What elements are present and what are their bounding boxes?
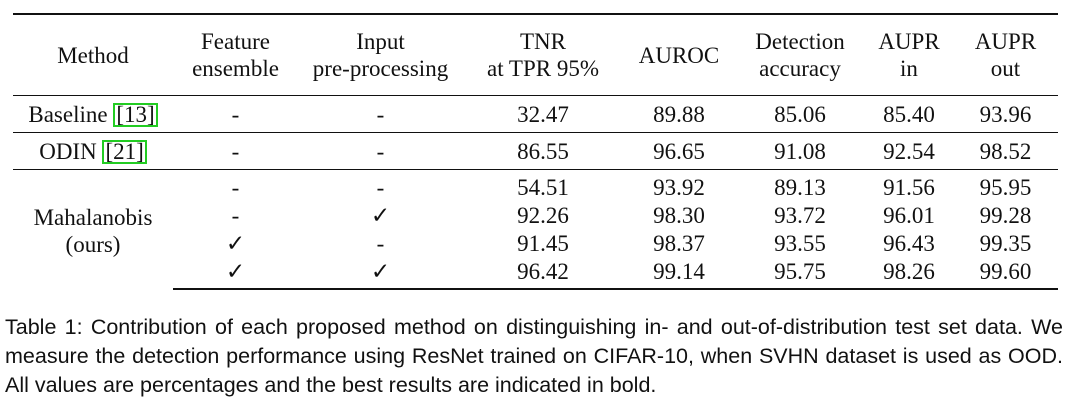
input-preprocessing-cell: - [298, 132, 463, 170]
input-preprocessing-cell: - [298, 95, 463, 133]
header-line1: Method [57, 42, 129, 68]
odin-group: ODIN [21] - - 86.55 96.65 91.08 92.54 98… [13, 132, 1058, 170]
aupr-out-cell: 99.35 [979, 230, 1032, 256]
header-line1: Detection [755, 29, 845, 54]
header-line1: AUROC [638, 42, 720, 68]
tnr-cell: 92.26 [517, 202, 569, 228]
mahalanobis-group: Mahalanobis(ours) - - 54.51 93.92 89.13 … [13, 170, 1058, 290]
aupr-in-cell: 85.40 [865, 95, 953, 133]
method-cell: ODIN [21] [13, 132, 173, 170]
feature-ensemble-cell: - [231, 202, 240, 228]
table-row-mahalanobis-2: - ✓ 92.26 98.30 93.72 96.01 99.28 [13, 201, 1058, 229]
table-caption: Table 1: Contribution of each proposed m… [5, 315, 1063, 397]
auroc-cell: 93.92 [653, 174, 705, 200]
input-preprocessing-cell: - [376, 174, 385, 200]
detection-accuracy-cell: 89.13 [774, 174, 826, 200]
auroc-cell: 98.30 [653, 202, 705, 228]
header-line1: AUPR [974, 29, 1037, 54]
header-method: Method [13, 13, 173, 96]
header-line2: accuracy [759, 56, 841, 81]
auroc-cell: 89.88 [623, 95, 735, 133]
citation-link[interactable]: [21] [102, 139, 147, 164]
input-preprocessing-cell: ✓ [298, 257, 463, 290]
header-line2: pre-processing [312, 56, 449, 81]
aupr-out-cell-best: 99.60 [953, 257, 1058, 290]
table-row-mahalanobis-3: ✓ - 91.45 98.37 93.55 96.43 99.35 [13, 229, 1058, 257]
detection-accuracy-cell: 91.08 [735, 132, 865, 170]
feature-ensemble-cell: ✓ [225, 230, 246, 256]
header-auroc: AUROC [623, 13, 735, 96]
method-cell: Mahalanobis(ours) [13, 170, 173, 290]
detection-accuracy-cell: 93.55 [774, 230, 826, 256]
method-cell: Baseline [13] [13, 95, 173, 133]
aupr-out-cell: 99.28 [979, 202, 1032, 228]
method-suffix: (ours) [65, 232, 121, 257]
auroc-cell: 98.37 [653, 230, 705, 256]
aupr-out-cell: 98.52 [953, 132, 1058, 170]
auroc-cell: 96.65 [623, 132, 735, 170]
method-name: ODIN [39, 138, 103, 164]
table-row-mahalanobis-4: ✓ ✓ 96.42 99.14 95.75 98.26 99.60 [13, 257, 1058, 290]
detection-accuracy-cell: 85.06 [735, 95, 865, 133]
table-row-baseline: Baseline [13] - - 32.47 89.88 85.06 85.4… [13, 95, 1058, 133]
detection-accuracy-cell: 93.72 [774, 202, 826, 228]
feature-ensemble-cell: - [231, 174, 240, 200]
aupr-out-cell: 93.96 [953, 95, 1058, 133]
input-preprocessing-cell: - [376, 230, 385, 256]
method-name: Baseline [28, 101, 114, 127]
method-name: Mahalanobis [33, 205, 153, 230]
header-line1: TNR [520, 29, 566, 54]
input-preprocessing-cell: ✓ [370, 202, 391, 228]
auroc-cell-best: 99.14 [623, 257, 735, 290]
table-row-mahalanobis-1: Mahalanobis(ours) - - 54.51 93.92 89.13 … [13, 170, 1058, 258]
header-line1: Feature [201, 29, 270, 54]
aupr-in-cell-best: 98.26 [865, 257, 953, 290]
aupr-in-cell: 96.43 [883, 230, 935, 256]
tnr-cell: 32.47 [463, 95, 623, 133]
header-line2: ensemble [192, 56, 279, 81]
header-line2: at TPR 95% [486, 56, 600, 81]
feature-ensemble-cell: - [173, 95, 298, 133]
feature-ensemble-cell: ✓ [173, 257, 298, 290]
aupr-in-cell: 96.01 [883, 202, 935, 228]
tnr-cell-best: 96.42 [463, 257, 623, 290]
header-line1: AUPR [878, 29, 940, 54]
tnr-cell: 91.45 [517, 230, 569, 256]
aupr-in-cell: 91.56 [883, 174, 935, 200]
table-row-odin: ODIN [21] - - 86.55 96.65 91.08 92.54 98… [13, 132, 1058, 170]
tnr-cell: 54.51 [517, 174, 569, 200]
tnr-cell: 86.55 [463, 132, 623, 170]
header-line2: in [900, 56, 918, 81]
aupr-out-cell: 95.95 [979, 174, 1032, 200]
header-line2: out [990, 56, 1021, 81]
detection-accuracy-cell-best: 95.75 [735, 257, 865, 290]
header-line1: Input [356, 29, 405, 54]
baseline-group: Baseline [13] - - 32.47 89.88 85.06 85.4… [13, 95, 1058, 133]
feature-ensemble-cell: - [173, 132, 298, 170]
aupr-in-cell: 92.54 [865, 132, 953, 170]
citation-link[interactable]: [13] [113, 102, 158, 127]
